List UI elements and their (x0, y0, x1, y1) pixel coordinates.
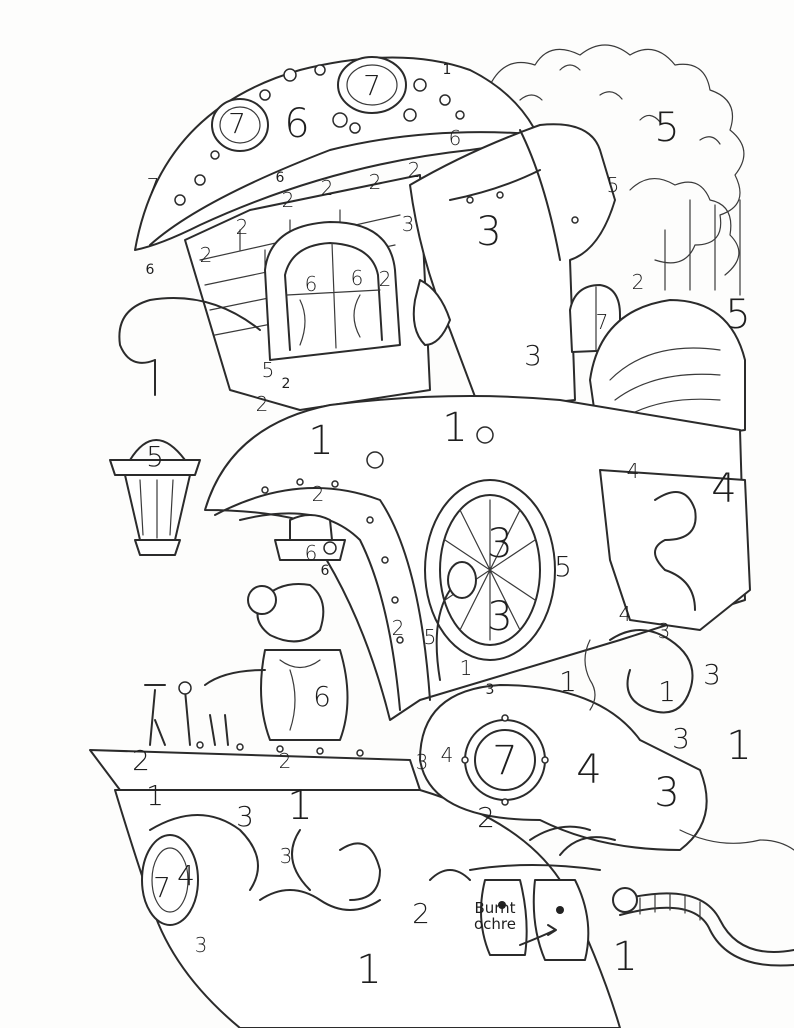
number-label: 3 (657, 619, 671, 643)
number-label: 4 (177, 859, 195, 892)
number-label: 1 (612, 934, 638, 980)
bow-porthole (141, 834, 199, 926)
arched-window (264, 221, 401, 361)
number-label: 1 (726, 723, 752, 769)
lantern (109, 297, 261, 556)
number-label: 1 (442, 405, 468, 451)
number-label: 3 (279, 844, 293, 868)
number-label: 1 (287, 783, 313, 829)
number-label: 5 (725, 292, 751, 338)
number-label: 6 (284, 101, 310, 147)
number-label: 7 (146, 174, 160, 198)
number-label: 3 (401, 212, 415, 236)
number-label: 6 (313, 680, 331, 713)
number-label: 1 (356, 947, 382, 993)
control-levers (144, 681, 229, 746)
number-label: 5 (423, 625, 437, 649)
dome-roof (134, 56, 546, 251)
number-label: 3 (672, 722, 690, 755)
number-label: 5 (146, 440, 164, 473)
number-label: 4 (576, 747, 602, 793)
number-label: 3 (194, 933, 208, 957)
coiled-hose (612, 829, 794, 967)
background-trees (489, 44, 745, 296)
number-label: 6 (275, 170, 285, 186)
number-label: 1 (308, 418, 334, 464)
note-line-2: ochre (474, 915, 516, 933)
number-label: 6 (304, 272, 318, 296)
number-label: 3 (703, 658, 721, 691)
number-label: 2 (311, 482, 325, 506)
number-label: 3 (487, 521, 513, 567)
number-label: 1 (146, 779, 164, 812)
number-label: 7 (363, 69, 381, 102)
number-label: 2 (235, 215, 249, 239)
number-label: 4 (618, 602, 632, 626)
number-label: 2 (255, 392, 269, 416)
number-label: 6 (448, 126, 462, 150)
number-label: 7 (595, 310, 609, 334)
number-label: 6 (304, 541, 318, 565)
number-label: 2 (477, 801, 495, 834)
number-label: 7 (492, 738, 518, 784)
hull (89, 741, 621, 1028)
tail-panel (599, 469, 751, 631)
number-label: 4 (440, 743, 454, 767)
number-label: 6 (145, 262, 155, 278)
number-label: 6 (320, 563, 330, 579)
number-label: 3 (415, 750, 429, 774)
exhaust-pipe (409, 123, 616, 411)
number-label: 2 (320, 176, 334, 200)
number-label: 2 (281, 188, 295, 212)
number-label: 4 (711, 466, 737, 512)
burnt-ochre-sacks (469, 864, 601, 961)
number-label: 3 (654, 770, 680, 816)
number-label: 2 (391, 616, 405, 640)
number-label: 5 (606, 173, 620, 197)
number-label: 2 (412, 897, 430, 930)
number-label: 2 (278, 749, 292, 773)
fan-turbine (424, 479, 556, 681)
number-label: 1 (442, 62, 452, 78)
number-label: 3 (476, 209, 502, 255)
number-label: 2 (378, 267, 392, 291)
leaf-ornaments (529, 629, 694, 856)
number-label: 3 (487, 594, 513, 640)
number-label: 5 (654, 105, 680, 151)
number-label: 2 (132, 744, 150, 777)
mouse-driver (204, 514, 349, 741)
number-label: 2 (407, 158, 421, 182)
number-label: 3 (524, 339, 542, 372)
number-label: 1 (559, 665, 577, 698)
number-label: 5 (261, 358, 275, 382)
number-label: 7 (228, 107, 246, 140)
number-label: 3 (485, 682, 495, 698)
number-label: 6 (350, 266, 364, 290)
number-label: 3 (236, 800, 254, 833)
number-label: 2 (199, 243, 213, 267)
number-label: 4 (626, 459, 640, 483)
number-label: 1 (658, 675, 676, 708)
number-label: 7 (153, 871, 171, 904)
number-label: 5 (554, 550, 572, 583)
number-label: 2 (281, 376, 291, 392)
number-label: 2 (631, 270, 645, 294)
number-label: 1 (459, 656, 473, 680)
handwritten-note: Burnt ochre (460, 900, 530, 932)
center-porthole (419, 684, 708, 851)
number-label: 2 (368, 170, 382, 194)
note-line-1: Burnt (474, 899, 516, 917)
